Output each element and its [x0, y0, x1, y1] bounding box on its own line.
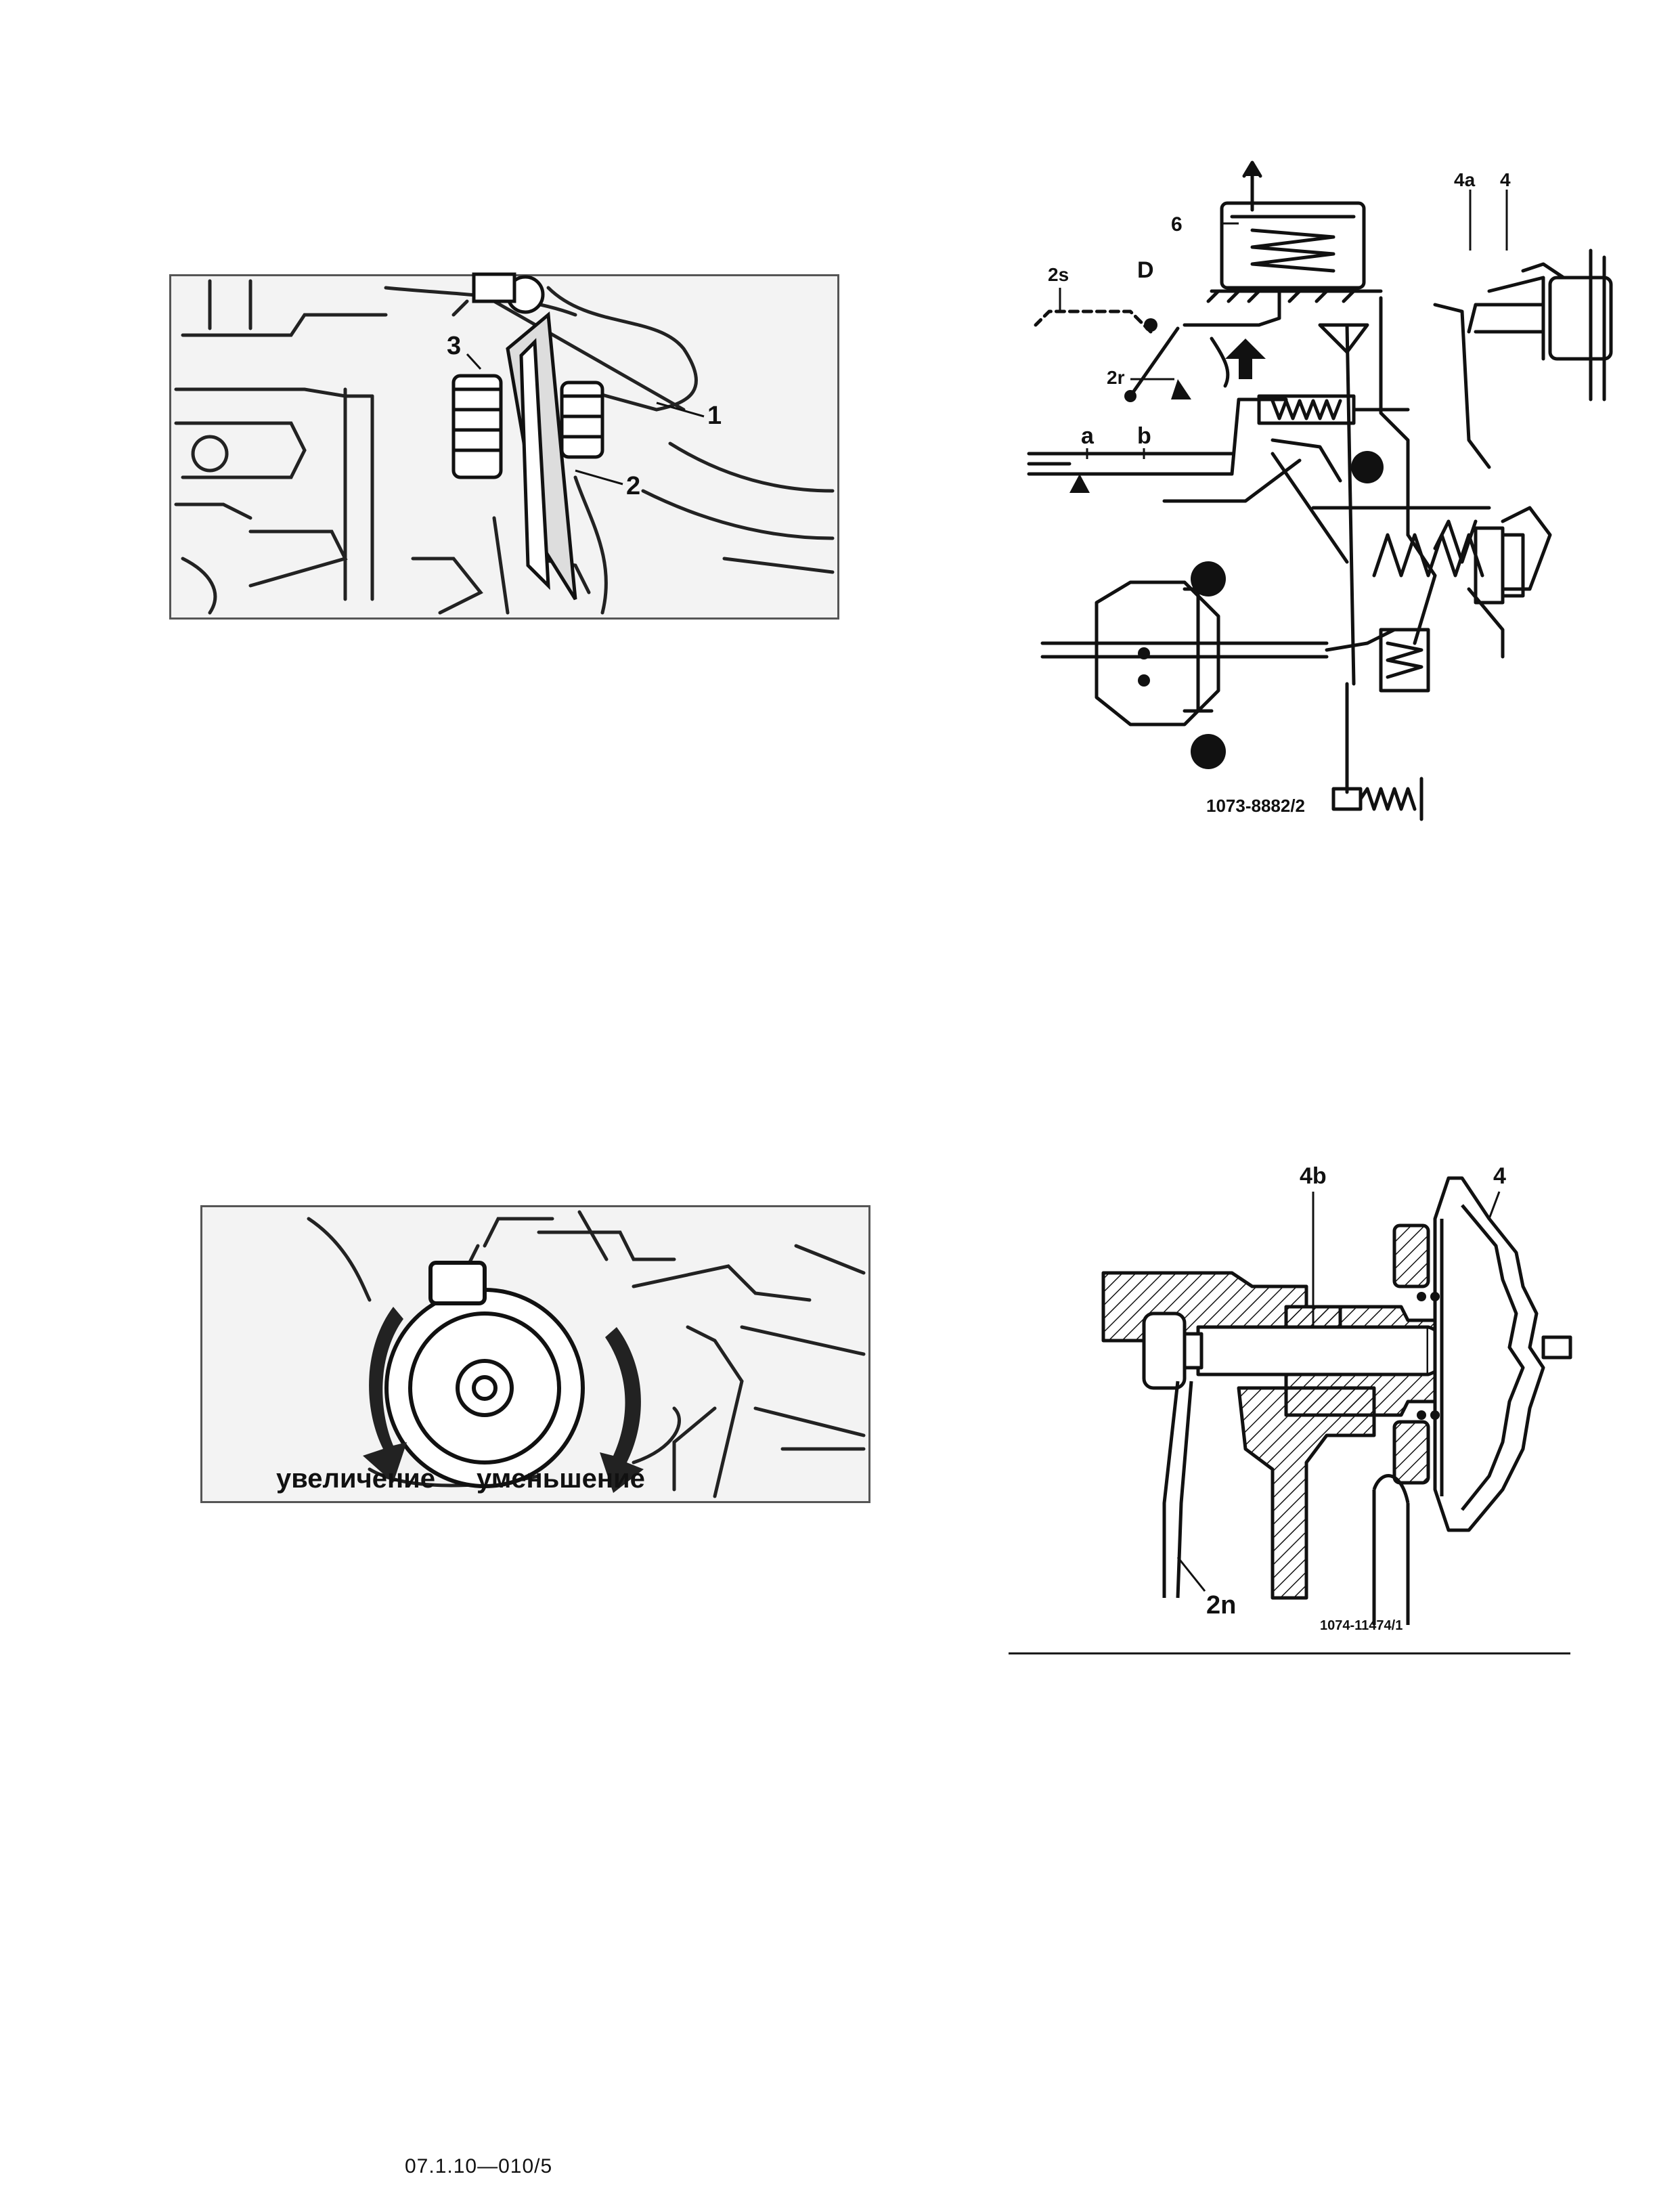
- figure-code-2: 1074-11474/1: [1320, 1618, 1403, 1633]
- callout-4a: 4a: [1454, 169, 1476, 190]
- actuator-section: [1009, 1176, 1572, 1655]
- callout-4b: 4b: [1300, 1163, 1327, 1189]
- callout-2s: 2s: [1048, 264, 1069, 285]
- figure-code: 1073-8882/2: [1206, 796, 1306, 816]
- figure-top-right: 6 4a 4 2s D 2r a b 1073-8882/2: [1027, 156, 1613, 833]
- callout-1: 1: [707, 402, 722, 430]
- callout-b: b: [1137, 423, 1151, 449]
- governor-diagram: [1027, 160, 1613, 821]
- pump-sketch: [307, 1210, 866, 1498]
- engine-sketch-1: [174, 272, 835, 615]
- callout-2n: 2n: [1206, 1591, 1237, 1620]
- decrease-label: уменьшение: [477, 1464, 645, 1494]
- figure-bottom-left: увеличение уменьшение: [200, 1205, 870, 1503]
- callout-2r: 2r: [1107, 367, 1125, 388]
- figure-top-left: 1 2 3: [169, 272, 839, 620]
- figure-bottom-right: 4b 4 2n 1074-11474/1: [1009, 1151, 1572, 1655]
- callout-4-bottom: 4: [1493, 1163, 1506, 1189]
- callout-a: a: [1081, 423, 1094, 449]
- photo-frame: [169, 274, 839, 620]
- callout-D: D: [1137, 257, 1154, 283]
- callout-3: 3: [447, 332, 462, 360]
- callout-4-top: 4: [1500, 169, 1511, 190]
- callout-6: 6: [1171, 213, 1183, 236]
- page-code: 07.1.10—010/5: [405, 2155, 553, 2177]
- increase-label: увеличение: [276, 1464, 436, 1494]
- callout-2: 2: [626, 472, 641, 500]
